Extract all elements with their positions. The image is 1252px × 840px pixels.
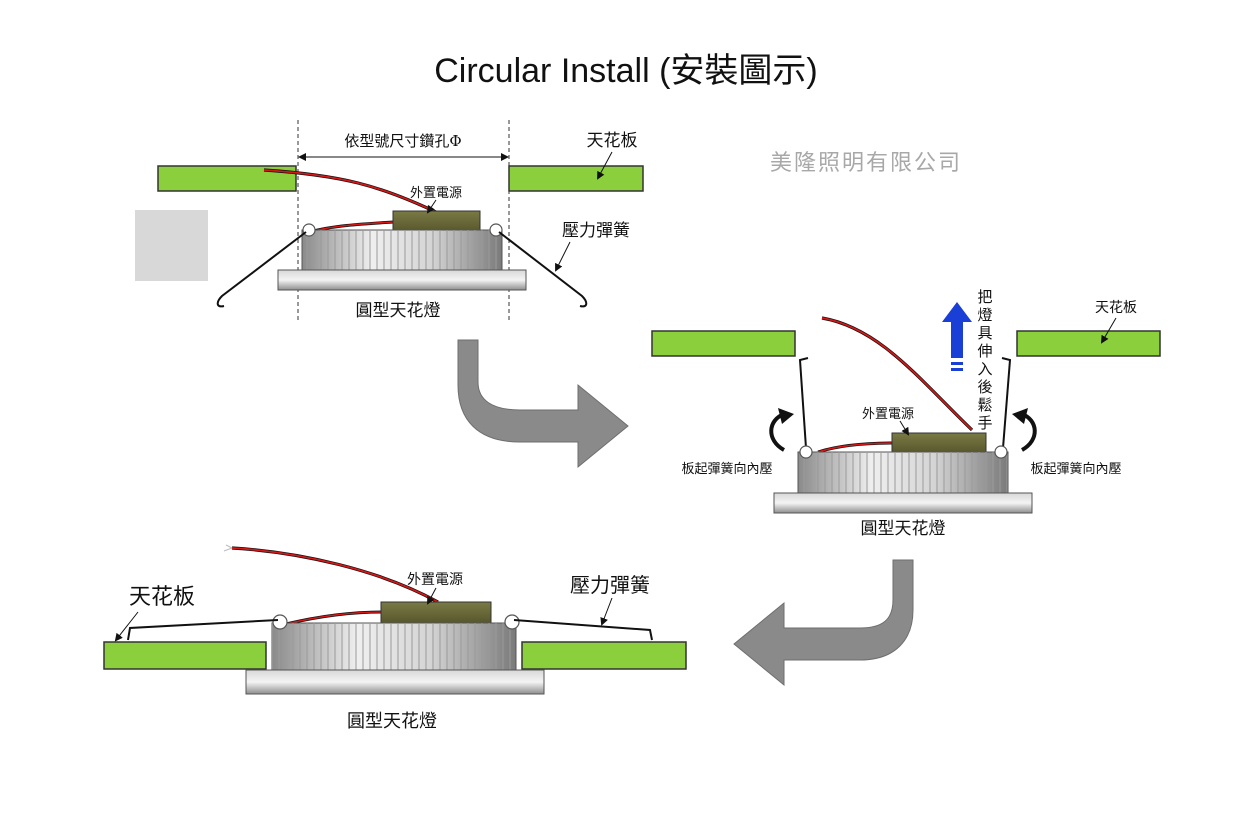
fixture-label: 圓型天花燈	[861, 519, 946, 539]
svg-text:入: 入	[977, 360, 992, 378]
spring-label: 壓力彈簧	[562, 221, 630, 241]
fixture-label: 圓型天花燈	[356, 301, 441, 321]
ceiling-label: 天花板	[129, 585, 195, 610]
svg-text:伸: 伸	[977, 342, 992, 360]
svg-text:把: 把	[977, 288, 992, 306]
flow-arrow-left	[733, 559, 914, 687]
svg-text:燈: 燈	[977, 306, 992, 324]
spring-right	[498, 231, 588, 308]
bend-right-label: 板起彈簧向內壓	[1030, 461, 1121, 477]
up-arrow	[942, 302, 972, 358]
ceiling-label: 天花板	[587, 131, 638, 151]
ceiling-panel-left	[103, 641, 267, 670]
spring-left	[127, 619, 279, 641]
placeholder-box	[135, 210, 208, 281]
svg-text:手: 手	[977, 414, 992, 432]
step3-diagram: 外置電源 天花板 壓力彈簧 圓型天花燈	[103, 544, 687, 732]
svg-text:具: 具	[977, 324, 992, 342]
step2-diagram: 天花板 外置電源 板起彈簧向內壓 板起彈簧向內壓 把 燈	[651, 288, 1161, 539]
driver-label: 外置電源	[407, 572, 463, 588]
spring-label: 壓力彈簧	[570, 573, 650, 597]
ceiling-panel-left	[651, 330, 796, 357]
bend-left-label: 板起彈簧向內壓	[681, 461, 772, 477]
spring-right	[513, 619, 653, 641]
ceiling-label: 天花板	[1095, 300, 1137, 316]
page-title: Circular Install (安裝圖示)	[434, 52, 817, 90]
fixture-base	[245, 669, 545, 695]
svg-text:鬆: 鬆	[977, 396, 992, 414]
ceiling-panel-right	[508, 165, 644, 192]
fixture-label: 圓型天花燈	[347, 711, 437, 732]
spring-left	[216, 231, 307, 308]
driver-box	[891, 432, 987, 455]
driver-label: 外置電源	[410, 186, 462, 201]
flow-arrow-right	[457, 339, 629, 469]
ceiling-panel-right	[1016, 330, 1161, 357]
instruction-text: 把 燈 具 伸 入 後 鬆 手	[977, 288, 992, 432]
company-name: 美隆照明有限公司	[770, 151, 962, 176]
fixture-base	[773, 492, 1033, 514]
ceiling-panel-right	[521, 641, 687, 670]
driver-label: 外置電源	[862, 407, 914, 422]
driver-box	[380, 601, 492, 625]
step1-diagram: 依型號尺寸鑽孔Φ 天花板 外置電源 壓力彈簧 圓型天花燈	[157, 120, 644, 321]
fixture-base	[277, 269, 527, 291]
hole-dimension-label: 依型號尺寸鑽孔Φ	[344, 132, 461, 150]
svg-text:後: 後	[977, 378, 992, 396]
